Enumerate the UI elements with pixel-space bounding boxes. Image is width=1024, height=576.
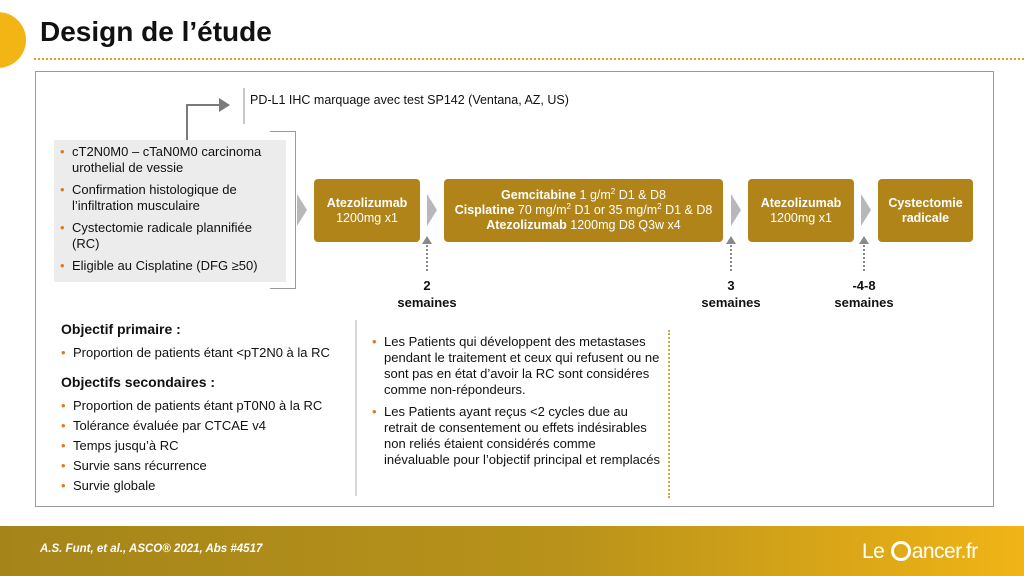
list-item: Survie globale — [61, 478, 351, 494]
pdl1-marker-line — [243, 88, 245, 124]
inclusion-bracket — [270, 131, 296, 289]
list-item: Proportion de patients étant pT0N0 à la … — [61, 398, 351, 414]
cystectomy-box: Cystectomie radicale — [878, 179, 973, 242]
inclusion-criteria-panel: cT2N0M0 – cTaN0M0 carcinoma urothelial d… — [54, 140, 286, 282]
list-item: Les Patients ayant reçus <2 cycles due a… — [372, 404, 662, 468]
logo-c-icon — [890, 541, 911, 561]
footer-bar — [0, 526, 1024, 576]
box-drug-name: Atezolizumab — [326, 195, 408, 210]
atezolizumab-adjuvant-box: Atezolizumab 1200mg x1 — [748, 179, 854, 242]
pdl1-text: PD-L1 IHC marquage avec test SP142 (Vent… — [250, 93, 569, 107]
list-item: Temps jusqu’à RC — [61, 438, 351, 454]
pdl1-arrow-icon — [219, 98, 230, 112]
study-design-frame — [35, 71, 994, 507]
gemcitabine-line: Gemcitabine 1 g/m2 D1 & D8 — [501, 186, 666, 202]
flow-chevron-icon — [427, 194, 437, 226]
column-divider — [355, 320, 357, 496]
box-dose: 1200mg x1 — [770, 210, 832, 225]
atezolizumab-induction-box: Atezolizumab 1200mg x1 — [314, 179, 420, 242]
secondary-objectives-heading: Objectifs secondaires : — [61, 374, 216, 390]
primary-objective-list: Proportion de patients étant <pT2N0 à la… — [61, 345, 351, 365]
timing-dotted-line — [426, 245, 428, 271]
inclusion-item: cT2N0M0 – cTaN0M0 carcinoma urothelial d… — [60, 144, 280, 176]
column-divider-dotted — [668, 330, 670, 498]
flow-chevron-icon — [861, 194, 871, 226]
inclusion-item: Confirmation histologique de l’infiltrat… — [60, 182, 280, 214]
pdl1-arrow-shaft — [186, 104, 220, 106]
list-item: Proportion de patients étant <pT2N0 à la… — [61, 345, 351, 361]
notes-list: Les Patients qui développent des metasta… — [372, 334, 662, 474]
box-drug-name: Atezolizumab — [760, 195, 842, 210]
timing-dotted-line — [730, 245, 732, 271]
atezolizumab-line: Atezolizumab 1200mg D8 Q3w x4 — [486, 218, 681, 232]
flow-chevron-icon — [731, 194, 741, 226]
timing-arrow-icon — [422, 236, 432, 244]
lecancer-logo: Le ancer.fr — [862, 540, 978, 563]
title-divider — [34, 58, 1024, 60]
list-item: Survie sans récurrence — [61, 458, 351, 474]
pdl1-arrow-stem — [186, 104, 188, 142]
flow-chevron-icon — [297, 194, 307, 226]
list-item: Les Patients qui développent des metasta… — [372, 334, 662, 398]
cisplatine-line: Cisplatine 70 mg/m2 D1 or 35 mg/m2 D1 & … — [454, 201, 713, 217]
timing-arrow-icon — [726, 236, 736, 244]
footer-citation: A.S. Funt, et al., ASCO® 2021, Abs #4517 — [40, 543, 263, 555]
list-item: Tolérance évaluée par CTCAE v4 — [61, 418, 351, 434]
inclusion-item: Cystectomie radicale plannifiée (RC) — [60, 220, 280, 252]
combination-therapy-box: Gemcitabine 1 g/m2 D1 & D8 Cisplatine 70… — [444, 179, 723, 242]
page-title: Design de l’étude — [40, 16, 272, 47]
timing-arrow-icon — [859, 236, 869, 244]
secondary-objectives-list: Proportion de patients étant pT0N0 à la … — [61, 398, 351, 498]
box-dose: 1200mg x1 — [336, 210, 398, 225]
timing-dotted-line — [863, 245, 865, 271]
corner-decoration — [0, 12, 26, 68]
inclusion-item: Eligible au Cisplatine (DFG ≥50) — [60, 258, 280, 274]
primary-objective-heading: Objectif primaire : — [61, 321, 181, 337]
